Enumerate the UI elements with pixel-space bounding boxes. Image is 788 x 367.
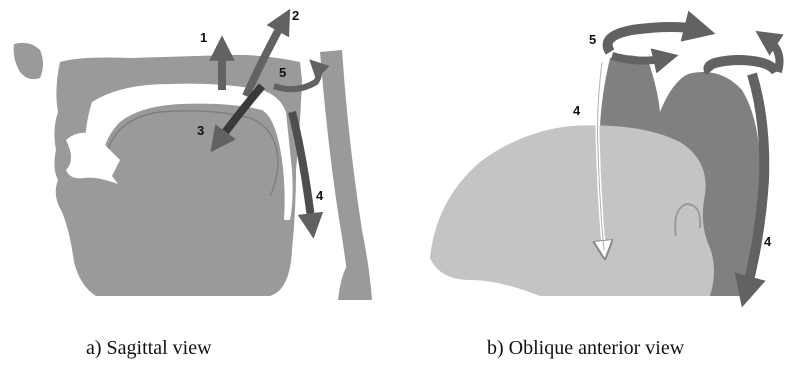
label-2: 2	[292, 8, 299, 23]
sagittal-view-panel: 1 2 3 4 5	[14, 8, 372, 300]
rotation-arrow-left	[608, 27, 700, 52]
label-4: 4	[316, 188, 324, 203]
oblique-view-panel: 5 4 4	[430, 27, 780, 296]
tongue-tissue	[430, 125, 714, 296]
label-4b-outer: 4	[764, 234, 772, 249]
nose-fragment	[14, 43, 43, 79]
epiglottis-fragment	[338, 262, 357, 300]
label-5: 5	[279, 65, 286, 80]
label-3: 3	[197, 123, 204, 138]
caption-oblique: b) Oblique anterior view	[487, 337, 684, 360]
label-1: 1	[200, 30, 207, 45]
label-4b-inner: 4	[573, 103, 581, 118]
caption-sagittal: a) Sagittal view	[86, 337, 212, 360]
label-5b: 5	[589, 32, 596, 47]
rotation-arrow-right	[708, 60, 776, 72]
pharyngeal-wall	[320, 50, 372, 300]
rotation-arrow-left-tail	[612, 56, 666, 61]
